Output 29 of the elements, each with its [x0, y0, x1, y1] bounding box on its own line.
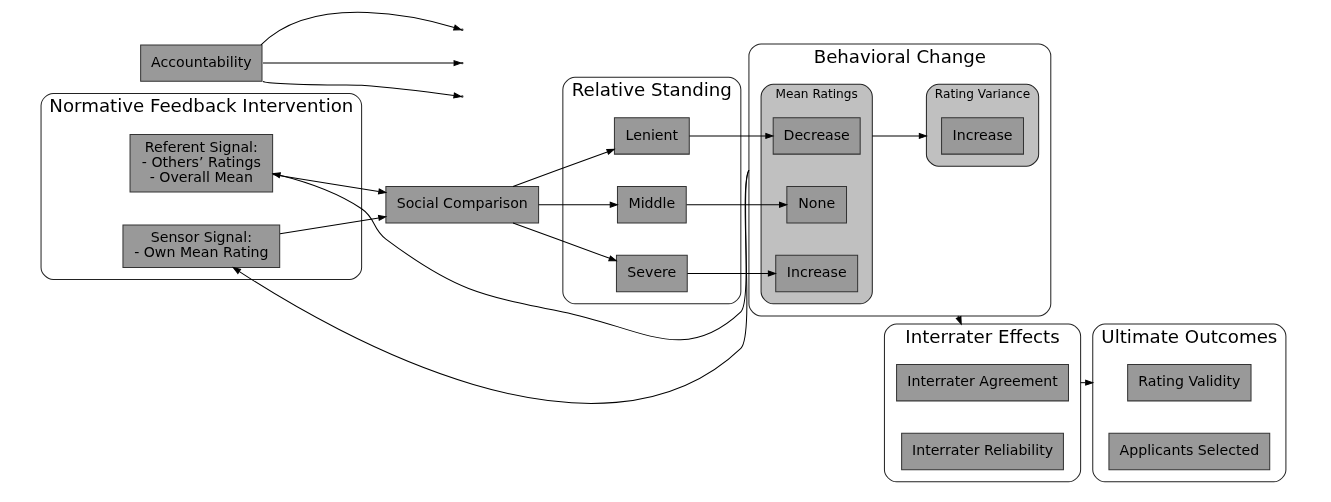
- node-box: Lenient: [613, 117, 690, 155]
- node-box: Referent Signal: - Others’ Ratings - Overall Mean: [129, 133, 274, 193]
- node-box: Rating Validity: [1127, 363, 1252, 402]
- node-box: Interrater Reliability: [901, 432, 1064, 471]
- arrow: [232, 169, 750, 404]
- node-box: None: [786, 186, 848, 224]
- node-box: Increase: [941, 117, 1024, 155]
- arrow: [688, 132, 775, 140]
- node-box: Increase: [775, 254, 859, 293]
- arrow: [538, 201, 619, 208]
- arrow: [955, 315, 962, 326]
- arrow: [512, 148, 616, 187]
- node-box: Severe: [615, 254, 688, 293]
- node-box: Social Comparison: [385, 186, 540, 224]
- node-box: Applicants Selected: [1108, 432, 1271, 471]
- arrow: [512, 222, 618, 262]
- arrow: [686, 201, 789, 208]
- node-box: Accountability: [140, 44, 263, 82]
- node-box: Interrater Agreement: [896, 363, 1069, 402]
- node-box: Decrease: [772, 117, 861, 155]
- arrow: [260, 11, 463, 46]
- arrow: [686, 270, 777, 277]
- arrow: [262, 80, 463, 99]
- arrow: [272, 174, 388, 195]
- node-box: Middle: [616, 186, 687, 224]
- node-box: Sensor Signal: - Own Mean Rating: [122, 224, 281, 268]
- arrow: [271, 169, 750, 341]
- arrow: [871, 132, 928, 140]
- arrow: [279, 214, 388, 235]
